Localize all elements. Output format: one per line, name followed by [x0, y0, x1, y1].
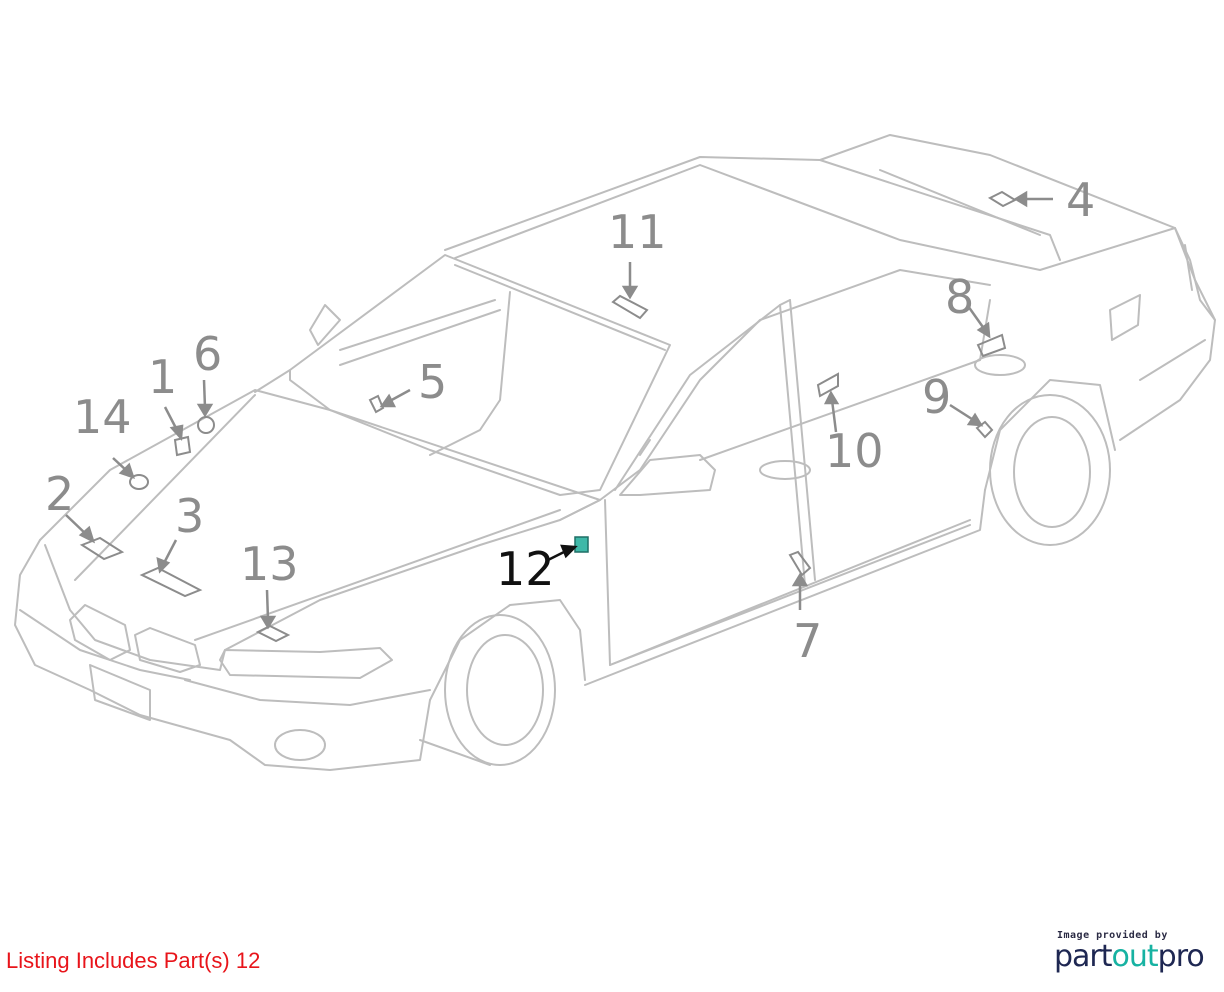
listing-note: Listing Includes Part(s) 12 — [6, 948, 261, 973]
part-marker-13 — [255, 624, 291, 643]
part-marker-12-highlight — [574, 536, 589, 553]
callout-9: 9 — [922, 370, 951, 424]
callout-8: 8 — [945, 270, 974, 324]
part-marker-6 — [197, 416, 215, 434]
part-markers — [79, 190, 1018, 643]
callout-2: 2 — [45, 467, 74, 521]
brand-out: out — [1111, 939, 1159, 974]
part-marker-4 — [987, 190, 1018, 208]
callout-4: 4 — [1066, 173, 1095, 227]
part-marker-10 — [816, 372, 839, 398]
callout-10: 10 — [825, 424, 884, 478]
brand-logo: Image provided by partoutpro — [1054, 930, 1205, 974]
callout-7: 7 — [793, 614, 822, 668]
callout-13: 13 — [240, 537, 299, 591]
callout-3: 3 — [175, 489, 204, 543]
leader-line-12 — [547, 544, 578, 562]
part-marker-11 — [611, 294, 649, 320]
callout-12: 12 — [496, 542, 555, 596]
brand-caption: Image provided by — [1057, 930, 1168, 941]
callout-14: 14 — [73, 390, 132, 444]
car-outline — [14, 134, 1216, 771]
callout-11: 11 — [608, 205, 667, 259]
brand-pro: pro — [1157, 939, 1205, 974]
part-marker-8 — [976, 333, 1007, 358]
brand-wordmark: partoutpro — [1054, 939, 1205, 974]
leader-lines — [65, 190, 1053, 630]
part-marker-14 — [129, 474, 149, 490]
callout-1: 1 — [148, 350, 177, 404]
part-marker-5 — [368, 394, 385, 414]
part-marker-2 — [79, 536, 125, 561]
callout-6: 6 — [193, 327, 222, 381]
part-marker-9 — [975, 420, 994, 439]
callout-5: 5 — [418, 355, 447, 409]
part-marker-7 — [788, 550, 812, 577]
part-marker-3 — [139, 566, 203, 598]
part-marker-1 — [173, 435, 192, 457]
brand-part: part — [1054, 939, 1113, 974]
callout-labels: 1 2 3 4 5 6 7 8 9 10 11 12 13 14 — [45, 173, 1095, 668]
